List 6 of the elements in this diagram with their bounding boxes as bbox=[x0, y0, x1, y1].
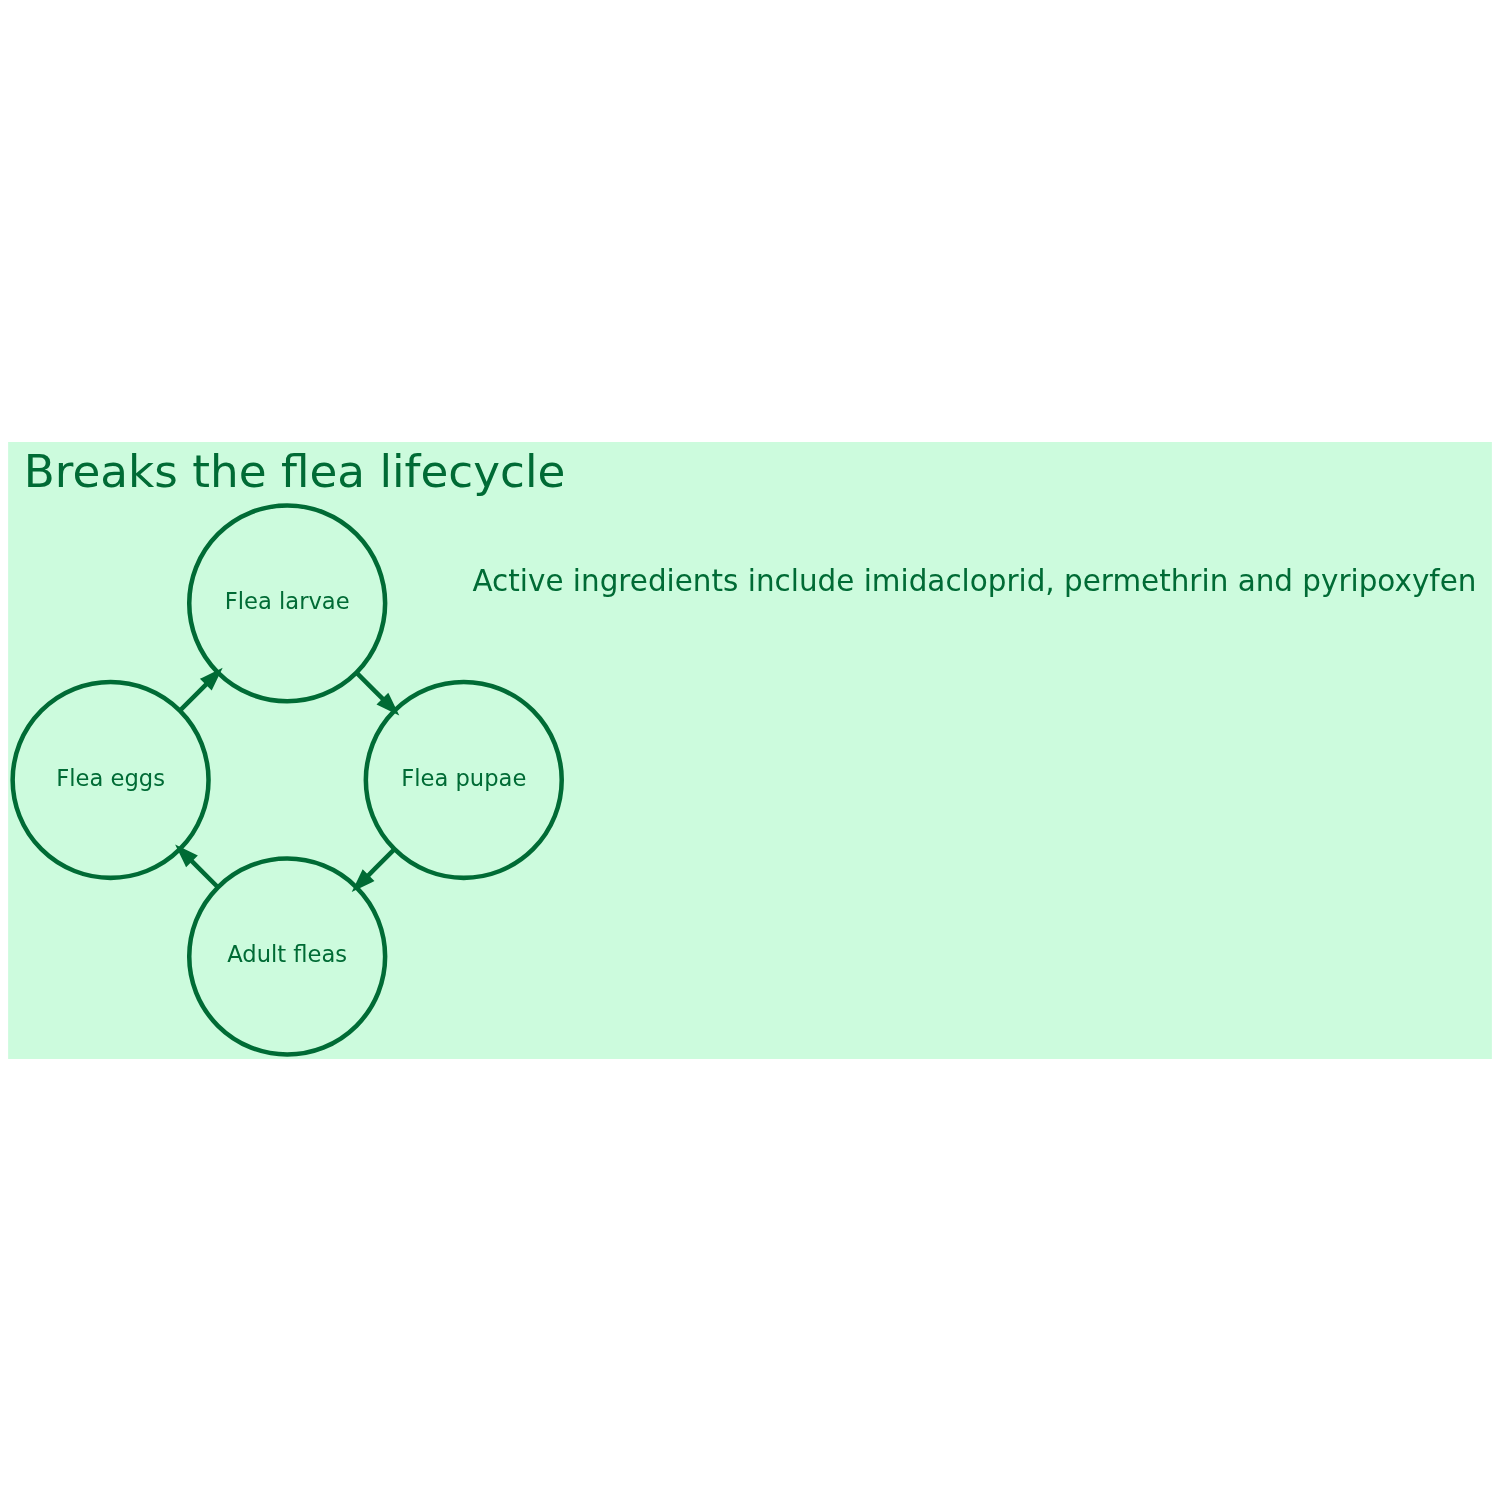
label: Active ingredients include imidacloprid, permethrin and pyripoxyfen bbox=[472, 563, 1477, 598]
arrow bbox=[175, 843, 220, 889]
arrow bbox=[354, 670, 400, 715]
diagram-title: Breaks the flea lifecycle bbox=[23, 444, 566, 498]
arrow bbox=[178, 667, 223, 712]
arrow bbox=[351, 847, 397, 892]
